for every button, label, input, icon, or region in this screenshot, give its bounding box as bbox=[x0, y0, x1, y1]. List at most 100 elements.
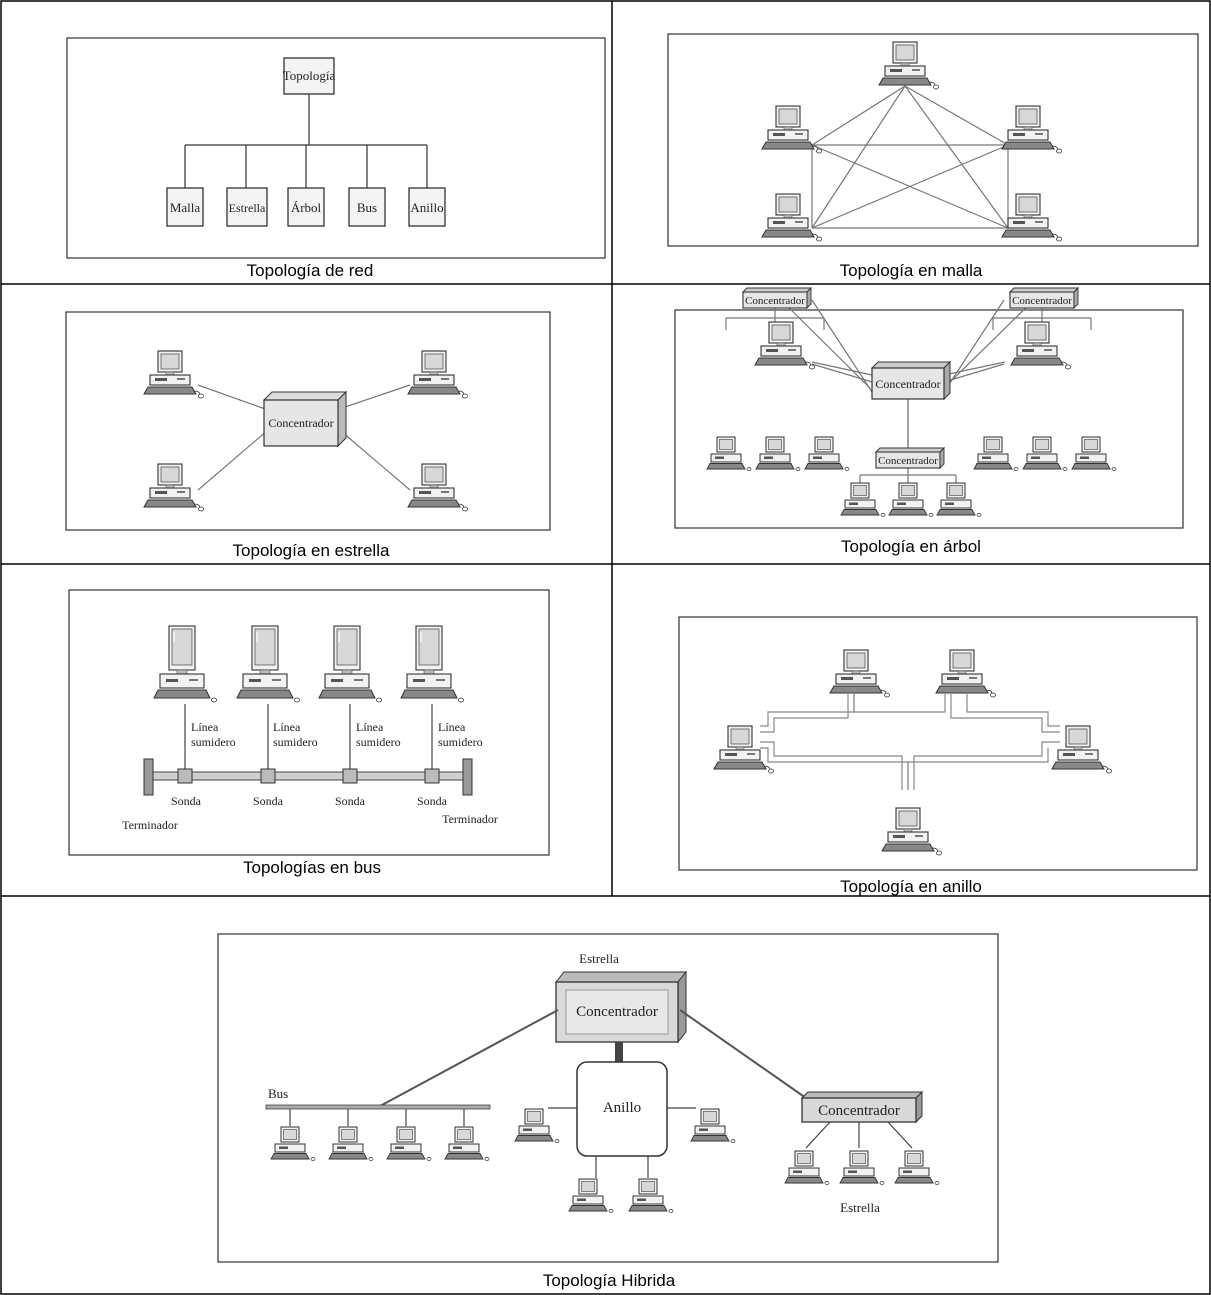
caption-topologia-arbol: Topología en árbol bbox=[841, 537, 981, 556]
terminator-label-left: Terminador bbox=[122, 818, 178, 832]
computer-icon bbox=[784, 1150, 830, 1186]
cell-topologia-hibrida: Estrella Concentrador Bus Anillo bbox=[217, 933, 999, 1290]
estrella-top-label: Estrella bbox=[579, 951, 619, 966]
svg-text:sumidero: sumidero bbox=[356, 735, 401, 749]
tap-labels: Sonda Sonda Sonda Sonda bbox=[171, 794, 448, 808]
caption-topologia-estrella: Topología en estrella bbox=[233, 541, 390, 560]
cell-topologia-bus: Línea sumidero Línea sumidero Línea sumi… bbox=[68, 589, 550, 877]
computer-icon bbox=[935, 649, 997, 698]
svg-text:Línea: Línea bbox=[191, 720, 219, 734]
computer-icon bbox=[1022, 436, 1068, 472]
computer-icon bbox=[444, 1126, 490, 1162]
cell-topologia-anillo: Topología en anillo bbox=[678, 616, 1198, 896]
computer-icon bbox=[804, 436, 850, 472]
computer-icon bbox=[936, 482, 982, 518]
svg-text:sumidero: sumidero bbox=[191, 735, 236, 749]
cell-topologia-red: Topología Malla Estrella Árbol Bus Anill… bbox=[66, 37, 606, 280]
computer-icon bbox=[1051, 725, 1113, 774]
drop-line-labels: Línea sumidero Línea sumidero Línea sumi… bbox=[191, 720, 483, 749]
caption-topologia-malla: Topología en malla bbox=[840, 261, 983, 280]
svg-text:sumidero: sumidero bbox=[438, 735, 483, 749]
tap-2 bbox=[260, 768, 276, 784]
sub-hub-right: Concentrador bbox=[1009, 287, 1079, 309]
tap-3 bbox=[342, 768, 358, 784]
svg-text:Concentrador: Concentrador bbox=[1012, 295, 1072, 307]
computer-icon bbox=[514, 1108, 560, 1144]
computer-icon bbox=[1010, 321, 1072, 370]
computer-icon bbox=[318, 625, 383, 703]
cell-topologia-estrella: Concentrador Topología en estrella bbox=[65, 311, 551, 560]
computer-icon bbox=[1071, 436, 1117, 472]
caption-topologia-red: Topología de red bbox=[247, 261, 374, 280]
computer-icon bbox=[713, 725, 775, 774]
root-hub: Concentrador bbox=[870, 360, 952, 401]
child-node-malla: Malla bbox=[166, 187, 204, 227]
caption-topologia-anillo: Topología en anillo bbox=[840, 877, 982, 896]
computer-icon bbox=[386, 1126, 432, 1162]
terminator-right bbox=[462, 758, 473, 796]
bus-backbone bbox=[265, 1104, 491, 1110]
child-node-arbol: Árbol bbox=[287, 187, 325, 227]
hub-secondary: Concentrador bbox=[800, 1090, 924, 1124]
svg-text:Sonda: Sonda bbox=[253, 794, 284, 808]
cell-topologia-arbol-content bbox=[725, 299, 1092, 483]
caption-topologia-hibrida: Topología Hibrida bbox=[543, 1271, 676, 1290]
computer-icon bbox=[153, 625, 218, 703]
svg-text:Concentrador: Concentrador bbox=[875, 377, 940, 391]
svg-text:Línea: Línea bbox=[273, 720, 301, 734]
estrella-bottom-label: Estrella bbox=[840, 1200, 880, 1215]
computer-icon bbox=[690, 1108, 736, 1144]
svg-text:Anillo: Anillo bbox=[410, 200, 443, 215]
svg-text:Malla: Malla bbox=[170, 200, 201, 215]
bus-label: Bus bbox=[268, 1086, 288, 1101]
computer-icon bbox=[236, 625, 301, 703]
svg-text:Concentrador: Concentrador bbox=[818, 1103, 900, 1119]
tap-4 bbox=[424, 768, 440, 784]
computer-icon bbox=[628, 1178, 674, 1214]
cell-topologia-malla: Topología en malla bbox=[667, 33, 1199, 280]
svg-text:Sonda: Sonda bbox=[417, 794, 448, 808]
computer-icon bbox=[328, 1126, 374, 1162]
caption-topologia-bus: Topologías en bus bbox=[243, 858, 381, 877]
ring-label: Anillo bbox=[603, 1100, 641, 1116]
computer-icon bbox=[270, 1126, 316, 1162]
computer-icon bbox=[888, 482, 934, 518]
computer-icon bbox=[894, 1150, 940, 1186]
sub-hub-bottom: Concentrador bbox=[875, 447, 945, 469]
computer-icon bbox=[755, 436, 801, 472]
root-node-label: Topología bbox=[283, 68, 336, 83]
ring-box bbox=[576, 1061, 668, 1157]
svg-text:Sonda: Sonda bbox=[171, 794, 202, 808]
computer-icon bbox=[973, 436, 1019, 472]
svg-text:Concentrador: Concentrador bbox=[878, 455, 938, 467]
terminator-label-right: Terminador bbox=[442, 812, 498, 826]
svg-text:Bus: Bus bbox=[357, 200, 377, 215]
computer-icon bbox=[568, 1178, 614, 1214]
svg-text:Concentrador: Concentrador bbox=[268, 416, 333, 430]
child-node-estrella: Estrella bbox=[226, 187, 268, 227]
computer-icon bbox=[840, 482, 886, 518]
svg-text:Línea: Línea bbox=[438, 720, 466, 734]
svg-text:Sonda: Sonda bbox=[335, 794, 366, 808]
hub-main: Concentrador bbox=[554, 970, 688, 1044]
svg-text:Árbol: Árbol bbox=[291, 200, 322, 215]
svg-text:Línea: Línea bbox=[356, 720, 384, 734]
computer-icon bbox=[829, 649, 891, 698]
tap-1 bbox=[177, 768, 193, 784]
sub-hub-left: Concentrador bbox=[742, 287, 812, 309]
child-node-bus: Bus bbox=[348, 187, 386, 227]
svg-text:Estrella: Estrella bbox=[229, 201, 266, 215]
child-node-anillo: Anillo bbox=[408, 187, 446, 227]
svg-text:Concentrador: Concentrador bbox=[576, 1004, 658, 1020]
arbol-shapes: Concentrador Concentrador Concentrador C… bbox=[706, 287, 1117, 556]
svg-text:Concentrador: Concentrador bbox=[745, 295, 805, 307]
computer-icon bbox=[754, 321, 816, 370]
computer-icon bbox=[839, 1150, 885, 1186]
computer-icon bbox=[706, 436, 752, 472]
computer-icon bbox=[881, 807, 943, 856]
terminator-left bbox=[143, 758, 154, 796]
